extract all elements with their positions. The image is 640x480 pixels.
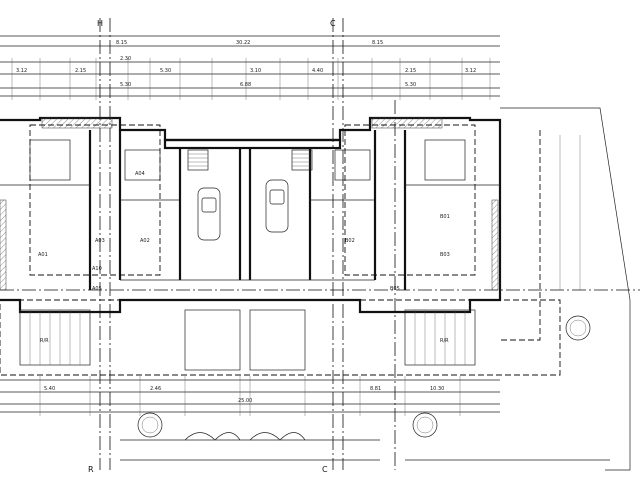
room-label: A04 bbox=[135, 171, 145, 177]
dim-label: 4.40 bbox=[312, 68, 323, 74]
room-labels: A03 A01 A02 A04 A05 B01 B03 B02 B05 R/R … bbox=[38, 171, 450, 344]
axis-label: R bbox=[88, 465, 94, 474]
driveway-gates bbox=[120, 432, 610, 461]
parked-cars bbox=[197, 179, 289, 241]
room-label: B01 bbox=[440, 214, 450, 220]
room-label: A05 bbox=[92, 286, 102, 292]
room-label: A10 bbox=[92, 266, 102, 272]
building-outline bbox=[0, 116, 502, 314]
dim-label: 2.46 bbox=[150, 386, 161, 392]
dim-label: 3.12 bbox=[16, 68, 27, 74]
axis-label: C bbox=[322, 465, 328, 474]
room-label: B05 bbox=[390, 286, 400, 292]
site-boundary bbox=[500, 107, 631, 471]
dim-label: 25.00 bbox=[238, 398, 252, 404]
plot-boundaries bbox=[0, 124, 561, 376]
room-label: A03 bbox=[95, 238, 105, 244]
grid-axes: H C R C bbox=[0, 18, 640, 474]
room-label: B03 bbox=[440, 252, 450, 258]
dim-label: 30.22 bbox=[236, 40, 250, 46]
room-label: R/R bbox=[40, 338, 49, 344]
axis-label: C bbox=[330, 19, 336, 28]
axis-label: H bbox=[97, 19, 103, 28]
terraces bbox=[19, 309, 476, 371]
dim-label: 2.15 bbox=[405, 68, 416, 74]
dim-label: 5.30 bbox=[160, 68, 171, 74]
dim-label: 3.12 bbox=[465, 68, 476, 74]
dim-label: 5.40 bbox=[44, 386, 55, 392]
room-label: R/R bbox=[440, 338, 449, 344]
top-dimension-lines: 8.15 30.22 8.15 2.30 3.12 2.15 5.30 3.10… bbox=[0, 35, 500, 100]
dim-label: 8.15 bbox=[372, 40, 383, 46]
dim-label: 5.30 bbox=[120, 82, 131, 88]
room-label: A02 bbox=[140, 238, 150, 244]
dim-label: 5.30 bbox=[405, 82, 416, 88]
dim-label: 2.30 bbox=[120, 56, 131, 62]
dim-label: 10.30 bbox=[430, 386, 444, 392]
dim-label: 8.15 bbox=[116, 40, 127, 46]
dim-label: 8.81 bbox=[370, 386, 381, 392]
stairs bbox=[187, 149, 313, 171]
dim-label: 6.88 bbox=[240, 82, 251, 88]
bottom-dimension-lines: 5.40 2.46 25.00 8.81 10.30 bbox=[0, 376, 500, 416]
room-label: B02 bbox=[345, 238, 355, 244]
tree-icon bbox=[137, 315, 591, 438]
dim-label: 2.15 bbox=[75, 68, 86, 74]
room-label: A01 bbox=[38, 252, 48, 258]
dim-label: 3.10 bbox=[250, 68, 261, 74]
interior-walls bbox=[0, 130, 500, 290]
